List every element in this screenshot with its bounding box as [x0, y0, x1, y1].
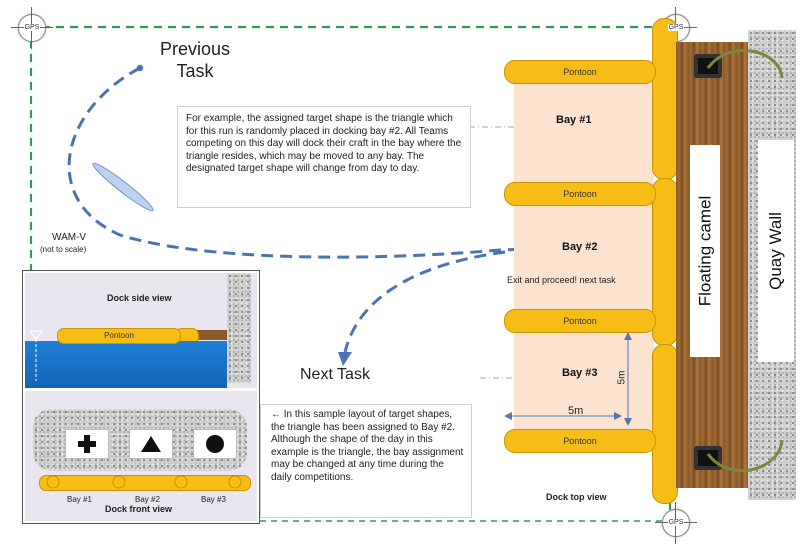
- bay-1-label: Bay #1: [556, 114, 592, 126]
- gps-marker-top-left: GPS: [11, 7, 53, 49]
- floating-camel: [652, 18, 678, 504]
- target-box-1: [65, 429, 109, 459]
- wam-v-label: WAM-V: [52, 232, 87, 243]
- cross-icon: [78, 435, 96, 453]
- next-task-arrowhead: [338, 352, 352, 366]
- triangle-icon: [141, 436, 161, 452]
- bottom-sample-note: ← In this sample layout of target shapes…: [260, 404, 472, 518]
- target-box-3: [193, 429, 237, 459]
- bollard-bottom: [694, 446, 722, 470]
- bay-3-label: Bay #3: [562, 367, 598, 379]
- gps-marker-bottom-right: GPS: [655, 502, 697, 544]
- dock-top-view-label: Dock top view: [546, 492, 607, 502]
- pontoon-3: Pontoon: [504, 309, 656, 333]
- course-boundary: [29, 25, 672, 510]
- dock-front-view-title: Dock front view: [105, 504, 173, 514]
- dock-side-view: Dock side view Pontoon: [25, 273, 257, 388]
- front-bay-3-label: Bay #3: [201, 495, 226, 504]
- dock-views-inset: Dock side view Pontoon Bay #1 Bay #2: [22, 270, 260, 524]
- mooring-lines: [706, 49, 784, 473]
- previous-task-label: Previous Task: [159, 39, 231, 81]
- bay-2-label: Bay #2: [562, 241, 598, 253]
- bay-area: [514, 82, 654, 448]
- target-box-2: [129, 429, 173, 459]
- wam-v-vessel: [92, 162, 154, 212]
- quay-wall-label-box: Quay Wall: [758, 140, 794, 362]
- front-pontoon-row: [39, 475, 251, 491]
- dimension-5m-horizontal: 5m: [568, 405, 584, 417]
- floating-camel-label-box: Floating camel: [690, 145, 720, 357]
- dock-side-view-title: Dock side view: [107, 293, 172, 303]
- next-task-label: Next Task: [300, 366, 370, 383]
- circle-icon: [206, 435, 224, 453]
- pontoon-2: Pontoon: [504, 182, 656, 206]
- top-example-note: For example, the assigned target shape i…: [177, 106, 471, 208]
- water-level-marker: [28, 330, 44, 381]
- previous-task-dot: [136, 64, 144, 72]
- dock-front-view: Bay #1 Bay #2 Bay #3 Dock front view: [25, 391, 257, 521]
- side-pontoon: Pontoon: [57, 328, 181, 344]
- front-pontoon-segments: [46, 475, 242, 489]
- side-water: [25, 341, 227, 388]
- pontoon-1: Pontoon: [504, 60, 656, 84]
- exit-label: Exit and proceed! next task: [507, 275, 616, 285]
- front-bay-1-label: Bay #1: [67, 495, 92, 504]
- dimension-arrows: [504, 332, 632, 426]
- side-quay-wall: [227, 273, 251, 383]
- previous-task-path: [67, 66, 641, 259]
- pontoon-4: Pontoon: [504, 429, 656, 453]
- not-to-scale-label: (not to scale): [40, 245, 87, 254]
- dimension-5m-vertical: 5m: [616, 370, 628, 385]
- front-bay-2-label: Bay #2: [135, 495, 160, 504]
- next-task-path: [343, 250, 506, 353]
- side-deck: [193, 330, 227, 340]
